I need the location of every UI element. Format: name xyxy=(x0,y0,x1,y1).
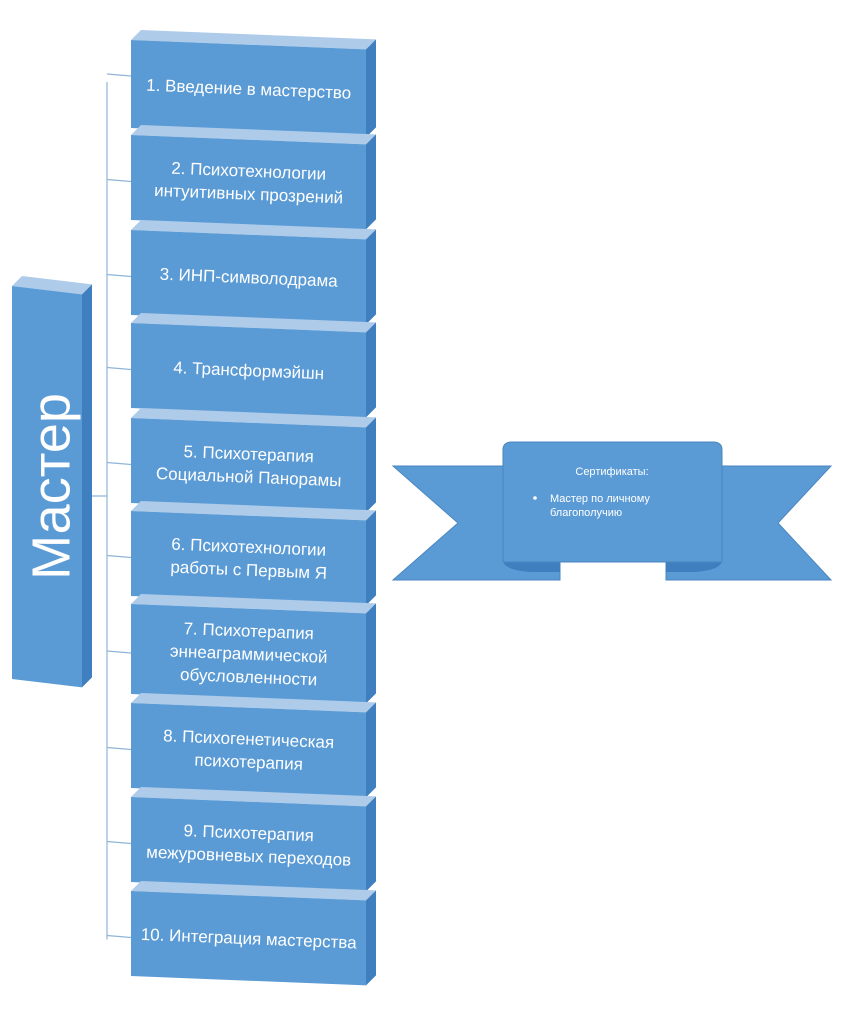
connector-branch xyxy=(106,746,132,751)
item-box-top xyxy=(131,881,376,901)
item-box-side xyxy=(366,796,376,892)
root-box: Мастер xyxy=(12,276,92,688)
root-box-front xyxy=(12,286,82,688)
connector-lines xyxy=(82,73,132,940)
item-box-front xyxy=(131,135,366,230)
certificate-ribbon: Сертификаты: Мастер по личному благополучи… xyxy=(391,441,833,581)
item-box-front xyxy=(131,418,366,513)
item-box-front xyxy=(131,511,366,606)
item-box-top xyxy=(131,501,376,521)
root-box-side xyxy=(82,284,92,688)
item-box: 7. Психотерапияэннеаграммическойобусловл… xyxy=(131,594,376,704)
ribbon-fold-right xyxy=(666,560,722,572)
item-box-side xyxy=(366,39,376,138)
connector-branch xyxy=(106,73,132,77)
item-box-front xyxy=(131,604,366,704)
item-box-top xyxy=(131,30,376,50)
item-box-side xyxy=(366,603,376,704)
item-box-top xyxy=(131,220,376,240)
item-box-front xyxy=(131,891,366,986)
item-box-side xyxy=(366,890,376,986)
connector-branch xyxy=(106,366,132,371)
item-box-top xyxy=(131,408,376,428)
item-box-top xyxy=(131,594,376,614)
item-box-front xyxy=(131,797,366,892)
connector-branch xyxy=(106,461,132,466)
item-box: 4. Трансформэйшн xyxy=(131,313,376,418)
item-box-top xyxy=(131,693,376,713)
item-box-top xyxy=(131,313,376,333)
item-box-front xyxy=(131,230,366,325)
item-box: 1. Введение в мастерство xyxy=(131,30,376,138)
connector-branch xyxy=(106,273,132,278)
connector-branch xyxy=(106,934,132,939)
item-box-top xyxy=(131,125,376,145)
root-label: Мастер xyxy=(21,393,81,580)
connector-branch xyxy=(106,554,132,559)
item-box-front xyxy=(131,703,366,798)
item-box-front xyxy=(131,40,366,138)
root-box-top xyxy=(12,276,92,295)
item-box-top xyxy=(131,787,376,807)
item-label: психотерапия xyxy=(194,751,303,774)
connector-branch xyxy=(106,650,132,654)
connector-branch xyxy=(106,840,132,845)
certificate-title: Сертификаты: xyxy=(575,466,648,478)
certificate-item: благополучию xyxy=(550,507,622,519)
item-box: 10. Интеграция мастерства xyxy=(131,881,376,986)
item-box-side xyxy=(366,417,376,513)
bullet-icon xyxy=(533,496,537,500)
item-box-side xyxy=(366,702,376,798)
ribbon-fold-left xyxy=(503,560,560,572)
ribbon-banner xyxy=(502,441,723,563)
item-box: 3. ИНП-символодрама xyxy=(131,220,376,325)
item-box-side xyxy=(366,229,376,325)
item-box-side xyxy=(366,510,376,606)
certificate-item: Мастер по личному xyxy=(550,493,650,505)
connector-branch xyxy=(106,178,132,183)
item-box-side xyxy=(366,134,376,230)
item-box-side xyxy=(366,322,376,418)
item-box-front xyxy=(131,323,366,418)
